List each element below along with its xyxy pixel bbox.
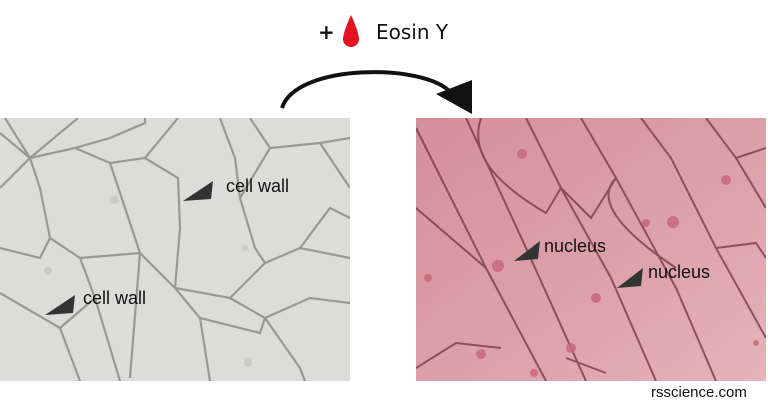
reagent-label: Eosin Y — [376, 20, 449, 44]
triangle-pointer-icon — [617, 268, 643, 293]
unstained-onion-cells-image — [0, 118, 350, 381]
triangle-pointer-icon — [514, 241, 540, 266]
cell-wall-label-lower: cell wall — [83, 288, 147, 308]
plus-sign: + — [318, 20, 335, 44]
triangle-pointer-icon — [45, 295, 75, 320]
blood-drop-icon — [342, 14, 360, 55]
cell-wall-label-upper: cell wall — [226, 176, 290, 196]
source-credit: rsscience.com — [651, 384, 747, 401]
nucleus-label-lower: nucleus — [648, 262, 711, 282]
curved-arrow-right-icon — [276, 58, 486, 123]
triangle-pointer-icon — [183, 181, 213, 206]
eosin-stained-onion-cells-image — [416, 118, 766, 381]
nucleus-label-upper: nucleus — [544, 236, 607, 256]
